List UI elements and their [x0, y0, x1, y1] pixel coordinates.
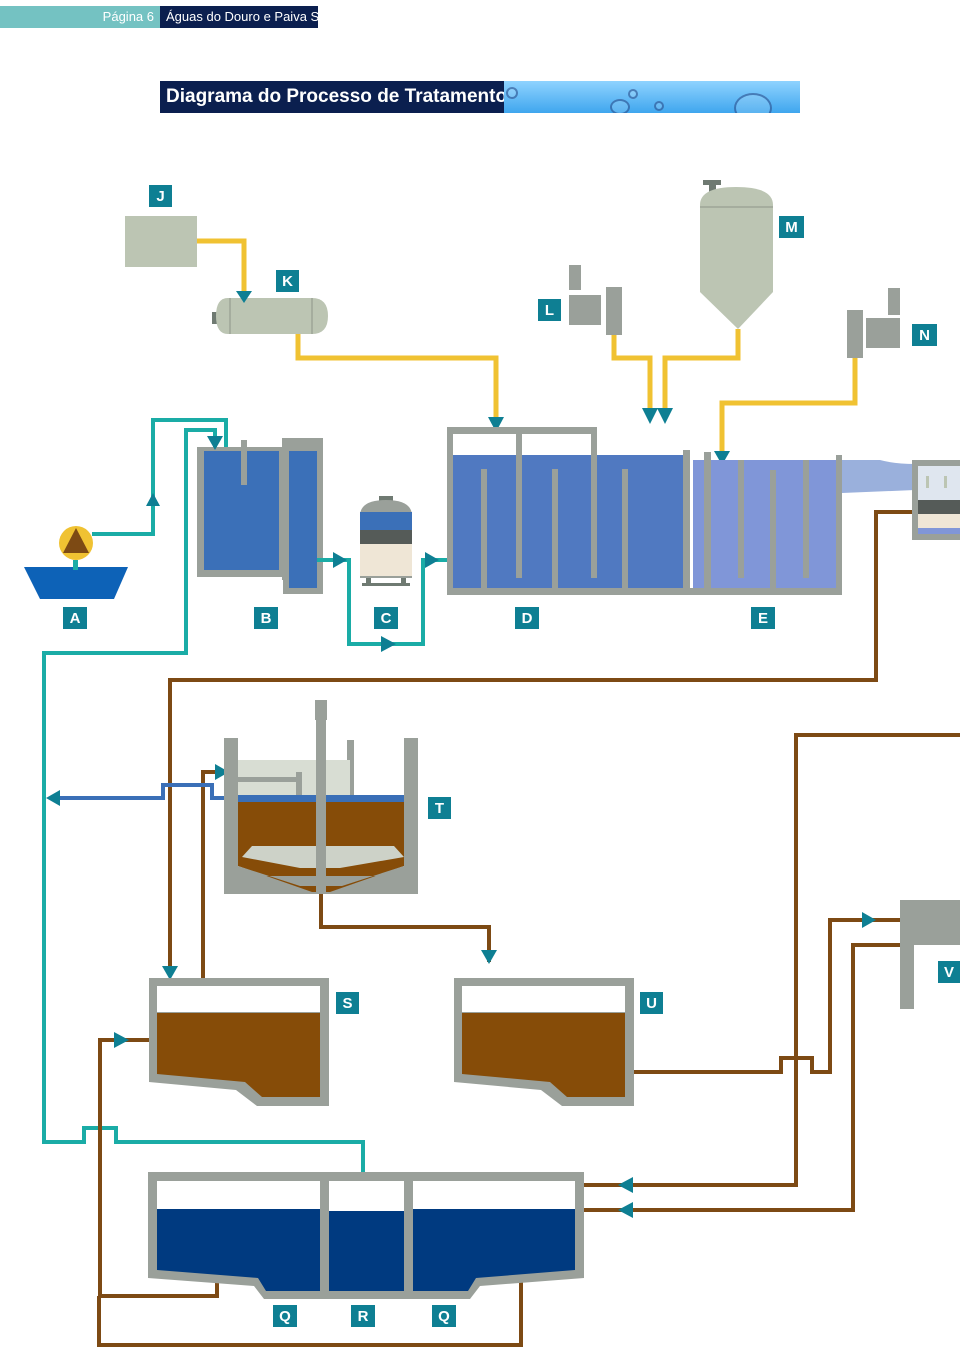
svg-text:B: B: [261, 610, 272, 627]
silo-m: [700, 180, 773, 329]
label-c: C: [374, 607, 398, 629]
label-j: J: [149, 185, 172, 207]
svg-text:Q: Q: [279, 1308, 291, 1325]
svg-text:N: N: [919, 327, 930, 344]
label-a: A: [63, 607, 87, 629]
label-q-left: Q: [273, 1305, 297, 1327]
label-q-right: Q: [432, 1305, 456, 1327]
label-k: K: [276, 270, 299, 292]
page-number: Página 6: [0, 6, 160, 28]
svg-text:T: T: [435, 800, 444, 817]
svg-text:S: S: [342, 995, 352, 1012]
intake-basin-a: [24, 567, 128, 599]
label-t: T: [428, 797, 451, 819]
flow-arrows: [236, 291, 730, 465]
thickener-t: [224, 700, 418, 894]
sludge-tank-u: [454, 978, 634, 1106]
svg-text:V: V: [944, 964, 954, 981]
equipment-v: [900, 900, 960, 1009]
title-water-image: [504, 81, 800, 113]
label-b: B: [254, 607, 278, 629]
label-u: U: [640, 992, 663, 1014]
page-title: Diagrama do Processo de Tratamento: [160, 81, 507, 113]
svg-text:D: D: [522, 610, 533, 627]
flow-arrows: [114, 764, 876, 1218]
filter-unit: [912, 460, 960, 540]
bubble-decoration: [610, 99, 630, 113]
svg-text:E: E: [758, 610, 768, 627]
bubble-decoration: [506, 87, 518, 99]
clarified-water-tanks: [148, 1172, 584, 1299]
label-n: N: [912, 324, 937, 346]
dosing-pump-l: [569, 265, 622, 335]
sludge-tank-s: [149, 978, 329, 1106]
svg-text:Q: Q: [438, 1308, 450, 1325]
chemical-pipes: [197, 238, 858, 452]
chamber-b: [197, 438, 323, 594]
flow-arrow: [46, 790, 60, 806]
tank-j: [125, 216, 197, 267]
tank-k: [212, 298, 328, 334]
sludge-pipes: [97, 510, 960, 1347]
label-r: R: [351, 1305, 375, 1327]
svg-text:M: M: [785, 219, 798, 236]
bubble-decoration: [628, 89, 638, 99]
company-name: Águas do Douro e Paiva SA: [160, 6, 328, 28]
label-s: S: [336, 992, 359, 1014]
svg-text:C: C: [381, 610, 392, 627]
tank-e: [693, 452, 915, 595]
canister-c: [360, 496, 412, 586]
svg-text:U: U: [646, 995, 657, 1012]
svg-text:K: K: [282, 273, 293, 290]
svg-text:R: R: [358, 1308, 369, 1325]
bubble-decoration: [734, 93, 772, 113]
svg-text:J: J: [156, 188, 164, 205]
svg-text:L: L: [545, 302, 554, 319]
label-e: E: [751, 607, 775, 629]
tank-d: [447, 427, 695, 595]
label-m: M: [779, 216, 804, 238]
flow-arrows: [146, 436, 439, 652]
svg-text:A: A: [70, 610, 81, 627]
dosing-pump-n: [847, 288, 900, 358]
label-d: D: [515, 607, 539, 629]
label-v: V: [938, 961, 960, 983]
label-l: L: [538, 299, 561, 321]
bubble-decoration: [654, 101, 664, 111]
